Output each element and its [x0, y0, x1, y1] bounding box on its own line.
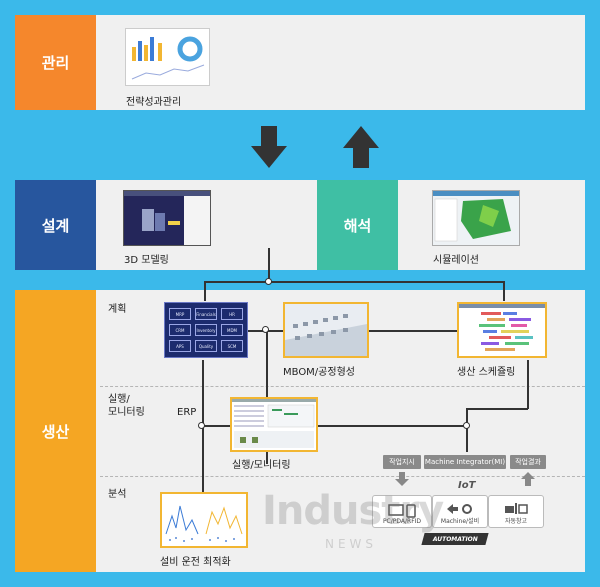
work-result-badge: 작업결과 — [510, 455, 546, 469]
arrow-down-icon — [251, 126, 287, 168]
connector — [466, 408, 528, 410]
device-box-warehouse[interactable]: 자동창고 — [488, 495, 544, 528]
strategy-label: 전략성과관리 — [126, 97, 182, 108]
watermark-sub: NEWS — [325, 537, 378, 551]
device-box-pc[interactable]: PC/PDA/RFID — [372, 495, 432, 528]
arrow-up-icon — [521, 472, 535, 486]
forklift-icon — [505, 503, 528, 514]
machine-icon — [447, 504, 472, 514]
mes-module: Financials — [195, 308, 217, 320]
connector — [202, 425, 230, 427]
scheduling-thumbnail[interactable] — [457, 302, 547, 358]
production-label: 생산 — [15, 290, 96, 572]
mes-module: Inventory — [195, 324, 217, 336]
mes-module: CRM — [169, 324, 191, 336]
modeling-label: 3D 모델링 — [124, 255, 169, 266]
connector — [204, 281, 504, 283]
automation-badge: AUTOMATION — [421, 533, 489, 545]
mbom-thumbnail[interactable] — [283, 302, 369, 358]
management-panel — [15, 15, 585, 110]
monitor-icon — [388, 504, 416, 518]
analysis-stage-label: 분석 — [108, 489, 127, 500]
connector — [527, 360, 529, 409]
optimization-thumbnail[interactable] — [160, 492, 248, 548]
junction-dot — [262, 326, 269, 333]
device-label: PC/PDA/RFID — [382, 518, 422, 525]
erp-label: ERP — [177, 407, 197, 418]
iot-title: IoT — [458, 480, 476, 491]
modeling-thumbnail[interactable] — [123, 190, 211, 246]
junction-dot — [198, 422, 205, 429]
connector — [318, 425, 468, 427]
planning-label: 계획 — [108, 304, 127, 315]
simulation-thumbnail[interactable] — [432, 190, 520, 246]
design-label: 설계 — [15, 180, 96, 270]
mes-module: SCM — [221, 340, 243, 352]
watermark-logo: Industry — [262, 488, 444, 534]
erp-module-grid[interactable]: MRP Financials HR CRM Inventory MDM APS … — [164, 302, 248, 358]
scheduling-label: 생산 스케쥴링 — [457, 367, 516, 378]
management-label: 관리 — [15, 15, 96, 110]
machine-integrator-badge: Machine Integrator(MI) — [424, 455, 506, 469]
mes-module: HR — [221, 308, 243, 320]
arrow-up-icon — [343, 126, 379, 168]
connector — [204, 281, 206, 301]
device-label: 자동창고 — [504, 518, 528, 525]
arrow-down-icon — [395, 472, 409, 486]
simulation-label: 시뮬레이션 — [433, 255, 479, 266]
work-order-badge: 작업지시 — [383, 455, 421, 469]
optimization-label: 설비 운전 최적화 — [160, 557, 231, 568]
mes-module: MDM — [221, 324, 243, 336]
execution-label-item: 실행/모니터링 — [232, 460, 291, 471]
connector — [268, 248, 270, 281]
mbom-label: MBOM/공정형성 — [283, 367, 355, 378]
device-box-machine[interactable]: Machine/설비 — [432, 495, 488, 528]
junction-dot — [463, 422, 470, 429]
mes-module: Quality — [195, 340, 217, 352]
strategy-thumbnail[interactable] — [125, 28, 210, 86]
mes-module: MRP — [169, 308, 191, 320]
connector — [503, 281, 505, 301]
execution-divider — [100, 476, 585, 477]
device-label: Machine/설비 — [440, 518, 480, 525]
automation-label: AUTOMATION — [432, 535, 478, 543]
mes-module: APS — [169, 340, 191, 352]
execution-thumbnail[interactable] — [230, 397, 318, 452]
analysis-label: 해석 — [317, 180, 398, 270]
execution-label: 실행/ 모니터링 — [108, 394, 145, 418]
connector — [248, 330, 532, 332]
connector — [466, 408, 468, 452]
planning-divider — [100, 386, 585, 387]
junction-dot — [265, 278, 272, 285]
